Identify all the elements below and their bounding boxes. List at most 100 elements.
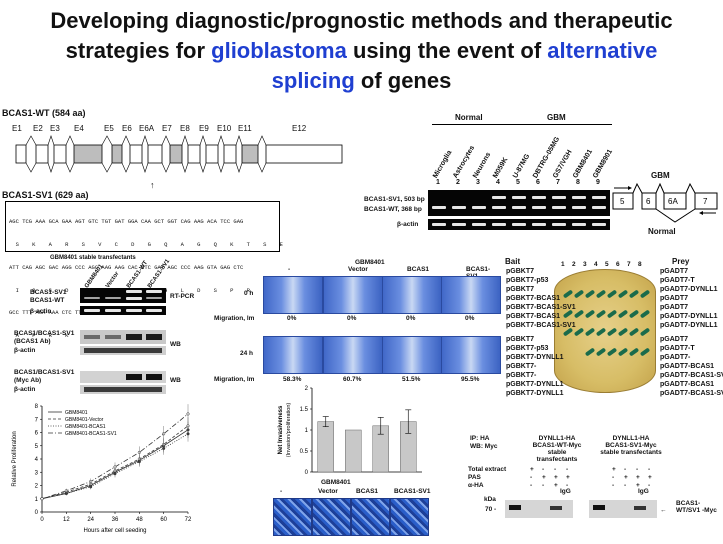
yeast-colony <box>628 309 640 319</box>
invasion-image <box>312 498 351 536</box>
migration-value-0h: 0% <box>406 315 416 322</box>
yeast-colony <box>606 347 618 357</box>
invasion-group-label: GBM8401 <box>321 479 351 486</box>
prey-item: pGADT7-BCAS1 <box>660 381 715 388</box>
yeast-colony <box>595 347 607 357</box>
x-tick-label: 48 <box>136 517 143 523</box>
intron-down <box>257 162 267 173</box>
wt-band <box>552 206 566 209</box>
actin-band <box>572 223 586 226</box>
prey-item: pGADT7 <box>660 268 688 275</box>
page-title: Developing diagnostic/prognostic methods… <box>0 6 723 96</box>
exon-label: E12 <box>292 124 307 133</box>
intron-up <box>257 135 267 146</box>
bait-item: pGBKT7-p53 <box>506 345 549 352</box>
invasion-bar <box>317 421 334 473</box>
ip-sign: - <box>624 482 627 489</box>
migration-value-24h: 95.5% <box>461 376 480 383</box>
ip-sign: + <box>648 474 652 481</box>
yeast-colony <box>595 327 607 337</box>
yeast-colony <box>562 289 574 299</box>
wt-band <box>512 206 526 209</box>
ip-row-aha: α-HA <box>468 482 484 489</box>
x-tick-label: 12 <box>63 517 70 523</box>
x-tick-label: 60 <box>160 517 167 523</box>
ip-sign: - <box>566 466 569 473</box>
intron-down <box>25 162 37 173</box>
stable-actin-label-2: β-actin <box>14 347 36 354</box>
splice-exon-6a: 6A <box>668 197 678 206</box>
bait-item: pGBKT7- <box>506 363 537 370</box>
y-tick-label: 8 <box>35 404 39 410</box>
ip-sign: + <box>542 474 546 481</box>
blot3-label-a: BCAS1/BCAS1-SV1 <box>14 369 75 376</box>
yeast-colony <box>595 309 607 319</box>
yeast-colony <box>617 347 629 357</box>
exon-box <box>205 144 219 164</box>
x-axis-label: Hours after cell seeding <box>83 528 146 534</box>
wt-band <box>532 206 546 209</box>
ip-sign: + <box>612 466 616 473</box>
exon-box <box>35 144 49 164</box>
x-tick-label: 72 <box>185 517 192 523</box>
exon-box <box>169 144 183 164</box>
lane-number: 8 <box>576 179 580 186</box>
actin-label-top: β-actin <box>397 221 419 228</box>
ip-col2-b: BCAS1-SV1-Myc <box>605 442 657 449</box>
exon-label: E6 <box>122 124 132 133</box>
ip-row-pas: PAS <box>468 474 481 481</box>
igg-label-1: IgG <box>560 488 571 495</box>
exon-label: E3 <box>50 124 60 133</box>
title-line-2a: strategies for <box>65 38 212 63</box>
intron-up <box>161 135 171 146</box>
invasion-col-label: BCAS1 <box>356 488 379 495</box>
ip-sign: - <box>648 466 651 473</box>
coip-band-label: BCAS1-WT/SV1 -Myc <box>676 500 717 514</box>
invasion-image <box>390 498 429 536</box>
actin-band <box>512 223 526 226</box>
invasion-bar <box>345 429 362 473</box>
ip-col1-a: DYNLL1-HA <box>538 435 576 442</box>
bait-item: pGBKT7-BCAS1 <box>506 313 561 320</box>
title-splicing: splicing <box>271 68 355 93</box>
inv-y-tick-label: 2 <box>305 386 309 392</box>
gene-structure-diagram <box>15 135 343 173</box>
exon-box <box>265 144 343 164</box>
blot2-label-a: BCAS1/BCAS1-SV1 <box>14 330 75 337</box>
yeast-colony <box>606 289 618 299</box>
invasion-image <box>351 498 390 536</box>
stable-lane-label: BCAS1-WT <box>126 260 150 290</box>
legend-entry: GBM8401-BCAS1-SV1 <box>65 431 117 437</box>
seq-line: ATT CAG AGC GAC AGG CCC AGC AAG AAG CAC … <box>9 263 244 271</box>
title-line-1: Developing diagnostic/prognostic methods… <box>50 8 673 33</box>
stable-actin-gel <box>80 306 166 315</box>
migration-image <box>263 336 323 374</box>
bait-item: pGBKT7-BCAS1 <box>506 295 561 302</box>
exon-label: E9 <box>199 124 209 133</box>
bait-item: pGBKT7- <box>506 372 537 379</box>
ip-sign: - <box>566 482 569 489</box>
bait-item: pGBKT7-BCAS1-SV1 <box>506 322 576 329</box>
prey-item: pGADT7-T <box>660 277 695 284</box>
lane-number: 3 <box>476 179 480 186</box>
bcas1-sv1-label: BCAS1-SV1 (629 aa) <box>2 190 89 200</box>
ip-sign: + <box>554 482 558 489</box>
invasion-image <box>273 498 312 536</box>
stable-sv1-label: BCAS1-SV1 <box>30 289 67 296</box>
lane-number: 2 <box>456 179 460 186</box>
invasion-col-label: Vector <box>318 488 338 495</box>
exon-box <box>73 144 103 164</box>
intron-down <box>181 162 189 173</box>
lane-label: Neurons <box>472 151 493 180</box>
migration-title: GBM8401 <box>355 259 385 266</box>
actin-gel-top <box>428 219 610 230</box>
migration-image <box>441 336 501 374</box>
legend-entry: GBM8401 <box>65 410 88 416</box>
legend-entry: GBM8401-Vector <box>65 417 104 423</box>
intron-up <box>235 135 243 146</box>
yeast-colony <box>595 289 607 299</box>
wb-myc-ab <box>80 371 166 383</box>
intron-down <box>65 162 75 173</box>
